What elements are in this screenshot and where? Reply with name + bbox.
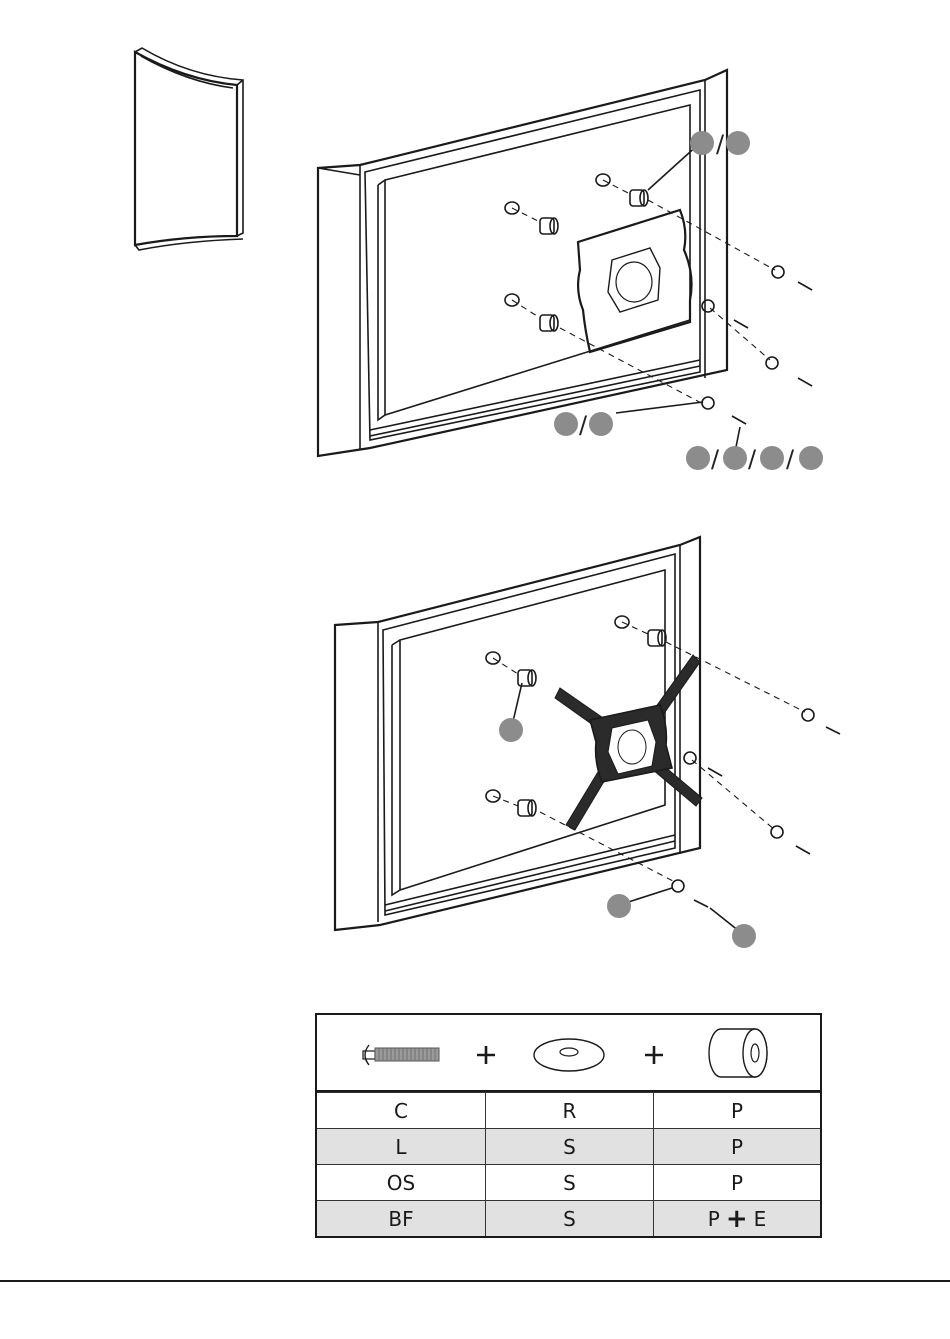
callout-washer: /	[554, 411, 613, 439]
table-cell: BF	[317, 1201, 485, 1236]
washer-part	[702, 266, 784, 409]
table-cell: S	[485, 1201, 653, 1236]
svg-text:/: /	[786, 445, 795, 473]
hardware-icons-row	[317, 1015, 820, 1090]
plus-icon	[477, 1046, 495, 1064]
table-cell: C	[317, 1093, 485, 1128]
callout-washer	[607, 894, 631, 918]
bolt-icon	[363, 1045, 439, 1065]
svg-text:/: /	[579, 411, 588, 439]
table-cell: L	[317, 1129, 485, 1164]
table-cell-part: P	[708, 1207, 720, 1231]
screw-part	[732, 282, 812, 424]
tv-back-top	[318, 70, 727, 456]
mounting-plate	[578, 210, 692, 352]
svg-text:/: /	[716, 130, 725, 158]
table-row: C R P	[317, 1092, 820, 1128]
table-cell: P	[653, 1165, 820, 1200]
plus-icon: +	[726, 1206, 748, 1232]
spacer-icon	[709, 1029, 767, 1077]
table-cell: OS	[317, 1165, 485, 1200]
top-mounting-diagram: / / / / /	[0, 60, 950, 480]
table-cell: P	[653, 1093, 820, 1128]
table-cell: P + E	[653, 1201, 820, 1236]
table-cell: R	[485, 1093, 653, 1128]
table-row: OS S P	[317, 1164, 820, 1200]
table-row: L S P	[317, 1128, 820, 1164]
washer-icon	[534, 1039, 604, 1071]
table-cell: S	[485, 1129, 653, 1164]
table-row: BF S P + E	[317, 1200, 820, 1236]
table-cell-part: E	[754, 1207, 767, 1231]
screw-part	[694, 727, 840, 907]
callout-screw: / / /	[686, 445, 823, 473]
page-divider	[0, 1280, 950, 1282]
table-cell: P	[653, 1129, 820, 1164]
callout-spacer	[499, 718, 523, 742]
plus-icon	[645, 1046, 663, 1064]
hardware-combination-table: C R P L S P OS S P BF S P + E	[315, 1013, 822, 1238]
callout-screw	[732, 924, 756, 948]
svg-text:/: /	[711, 445, 720, 473]
callout-spacer: /	[690, 130, 750, 158]
svg-text:/: /	[748, 445, 757, 473]
table-cell: S	[485, 1165, 653, 1200]
hardware-table-header	[317, 1015, 820, 1092]
bottom-mounting-diagram	[0, 530, 950, 960]
